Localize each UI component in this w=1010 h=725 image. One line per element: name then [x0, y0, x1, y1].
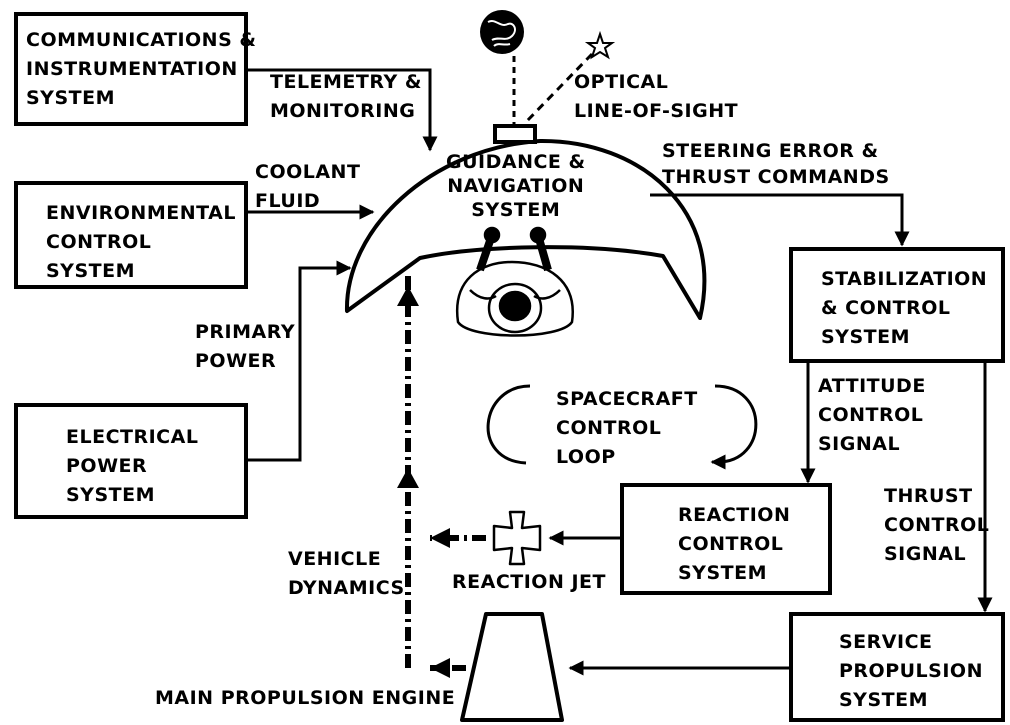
earth-icon	[480, 10, 524, 54]
stabilization-label: STABILIZATION & CONTROL SYSTEM	[821, 265, 1001, 352]
optical-port	[495, 126, 535, 142]
environmental-label: ENVIRONMENTAL CONTROL SYSTEM	[46, 199, 244, 286]
primary-power-label: PRIMARY POWER	[195, 318, 295, 376]
service-propulsion-box: SERVICE PROPULSION SYSTEM	[789, 612, 1005, 722]
coolant-label: COOLANT FLUID	[255, 158, 360, 216]
reaction-control-box: REACTION CONTROL SYSTEM	[620, 483, 832, 595]
electrical-label: ELECTRICAL POWER SYSTEM	[66, 423, 244, 510]
reaction-jet-label: REACTION JET	[452, 568, 606, 597]
telemetry-label: TELEMETRY & MONITORING	[270, 68, 422, 126]
main-engine-label: MAIN PROPULSION ENGINE	[155, 684, 455, 713]
communications-box: COMMUNICATIONS & INSTRUMENTATION SYSTEM	[14, 12, 248, 126]
electrical-box: ELECTRICAL POWER SYSTEM	[14, 403, 248, 519]
environmental-box: ENVIRONMENTAL CONTROL SYSTEM	[14, 181, 248, 289]
engine-dynamics-arrowhead	[430, 658, 450, 678]
reaction-jet-icon	[494, 512, 540, 564]
vehicle-dynamics-arrowhead-top	[397, 286, 419, 306]
control-loop-label: SPACECRAFT CONTROL LOOP	[556, 385, 698, 472]
steering-label: STEERING ERROR & THRUST COMMANDS	[662, 138, 890, 190]
optical-label: OPTICAL LINE-OF-SIGHT	[574, 68, 738, 126]
attitude-label: ATTITUDE CONTROL SIGNAL	[818, 372, 926, 459]
engine-nozzle-icon	[462, 614, 562, 720]
vehicle-dynamics-arrowhead-mid	[397, 468, 419, 488]
jet-dynamics-arrowhead	[430, 528, 450, 548]
vehicle-dynamics-label: VEHICLE DYNAMICS	[288, 545, 405, 603]
stabilization-box: STABILIZATION & CONTROL SYSTEM	[789, 247, 1005, 363]
service-propulsion-label: SERVICE PROPULSION SYSTEM	[839, 628, 1001, 715]
star-icon	[588, 34, 612, 57]
thrust-signal-label: THRUST CONTROL SIGNAL	[884, 482, 989, 569]
reaction-control-label: REACTION CONTROL SYSTEM	[678, 501, 828, 588]
guidance-label: GUIDANCE & NAVIGATION SYSTEM	[446, 150, 586, 222]
communications-label: COMMUNICATIONS & INSTRUMENTATION SYSTEM	[26, 26, 244, 113]
